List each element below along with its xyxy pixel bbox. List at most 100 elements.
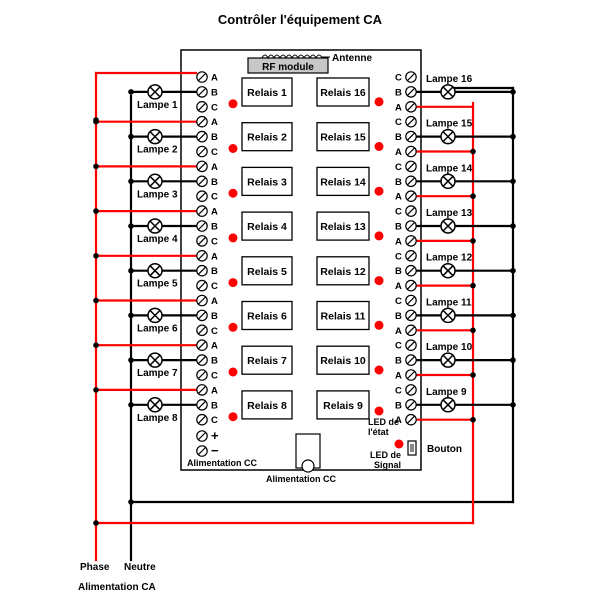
lamp-2-icon: [147, 128, 163, 145]
left-terminal-2-b: B: [196, 130, 218, 143]
relay-11-led: [374, 320, 384, 330]
lamp-2-label: Lampe 2: [137, 145, 178, 156]
phase-feed-junction-10: [470, 372, 476, 378]
right-terminal-16-b-slot: [407, 87, 415, 96]
left-terminal-1-a-letter: A: [211, 73, 218, 84]
phase-feed-junction-5: [93, 253, 99, 259]
left-terminal-6-b-slot: [198, 311, 206, 320]
dc-minus-terminal: −: [196, 443, 219, 458]
right-terminal-9-b-letter: B: [395, 400, 402, 411]
relay-11: [316, 300, 370, 331]
lamp-8-label: Lampe 8: [137, 413, 178, 424]
relay-8-led: [228, 412, 238, 422]
relay-8: [241, 390, 293, 420]
left-terminal-6-a-letter: A: [211, 296, 218, 307]
right-terminal-11-a-slot: [407, 326, 415, 335]
lamp-8-neutral-junction: [128, 402, 134, 408]
left-terminal-4-a-letter: A: [211, 207, 218, 218]
right-terminal-11-c-slot: [407, 296, 415, 305]
left-terminal-3-b-letter: B: [211, 177, 218, 188]
left-terminal-6-a-slot: [198, 296, 206, 305]
right-terminal-11-c-letter: C: [395, 296, 402, 307]
neutral-bus-junction: [128, 499, 134, 505]
left-terminal-7-c-letter: C: [211, 371, 218, 382]
right-terminal-10-b: B: [395, 354, 417, 367]
right-terminal-10-b-slot: [407, 356, 415, 365]
right-terminal-11-b-letter: B: [395, 311, 402, 322]
left-terminal-5-a-letter: A: [211, 251, 218, 262]
left-terminal-2-c: C: [196, 145, 218, 158]
right-terminal-9-b-slot: [407, 400, 415, 409]
left-terminal-7-c: C: [196, 369, 218, 382]
left-terminal-1-b-letter: B: [211, 87, 218, 98]
right-terminal-10-a: A: [395, 369, 417, 382]
phase-junction-top: [93, 117, 99, 123]
left-terminal-3-a-letter: A: [211, 162, 218, 173]
left-terminal-7-c-slot: [198, 371, 206, 379]
right-terminal-15-a-letter: A: [395, 147, 402, 158]
right-terminal-9-a-letter: A: [395, 415, 402, 426]
lamp-8-icon-cross-b: [149, 399, 161, 411]
relay-6-led: [228, 322, 238, 332]
left-terminal-4-c-slot: [198, 236, 206, 245]
phase-feed-junction-7: [93, 342, 99, 349]
right-terminal-15-c-letter: C: [395, 117, 402, 128]
lamp-12-icon: [440, 262, 456, 279]
lamp-15-icon: [440, 128, 456, 145]
relay-7: [241, 345, 293, 375]
right-terminal-15-c: C: [395, 115, 417, 128]
lamp-11-label: Lampe 11: [426, 297, 472, 308]
phase-feed-junction-12: [470, 282, 476, 289]
relay-3: [241, 166, 293, 197]
state-led-label-2: l'état: [368, 427, 389, 437]
lamp-11-icon-cross-b: [442, 309, 454, 321]
lamp-9-neutral-junction: [510, 402, 516, 408]
lamp-6-label: Lampe 6: [137, 323, 178, 334]
left-terminal-3-a: A: [196, 160, 218, 173]
phase-feed-junction-13: [470, 238, 476, 244]
left-terminal-8-c-letter: C: [211, 415, 218, 426]
phase-feed-junction-6: [93, 297, 99, 304]
lamp-13-icon-cross-b: [442, 220, 454, 232]
lamp-9-label: Lampe 9: [426, 387, 467, 398]
relay-9: [316, 390, 370, 420]
left-terminal-7-b: B: [196, 354, 218, 367]
relay-3-label: Relais 3: [247, 176, 287, 188]
lamp-11-icon: [440, 307, 456, 324]
right-terminal-15-b-letter: B: [395, 132, 402, 143]
relay-1-led: [228, 99, 238, 109]
lamp-9-icon: [440, 397, 456, 413]
left-terminal-5-a: A: [196, 250, 218, 262]
right-terminal-9-c-letter: C: [395, 385, 402, 396]
lamp-2-neutral-junction: [128, 133, 134, 140]
right-terminal-14-a-letter: A: [395, 192, 402, 203]
lamp-16-neutral-junction: [510, 89, 516, 95]
right-terminal-10-a-slot: [407, 371, 415, 379]
right-terminal-15-a-slot: [407, 147, 415, 156]
left-terminal-8-c: C: [196, 413, 218, 426]
right-terminal-15-c-slot: [407, 117, 415, 126]
relay-13-label: Relais 13: [320, 221, 366, 233]
relay-15: [316, 122, 370, 152]
terminals-group: ABCABCABCABCABCABCABCABCCBACBACBACBACBAC…: [196, 71, 417, 426]
left-terminal-4-c: C: [196, 235, 218, 247]
left-terminal-2-b-letter: B: [211, 132, 218, 143]
left-terminal-4-a: A: [196, 205, 218, 218]
left-terminal-1-c-letter: C: [211, 102, 218, 113]
relay-10-led: [374, 365, 384, 375]
left-terminal-5-a-slot: [198, 251, 206, 260]
right-terminal-9-c-slot: [407, 385, 415, 394]
left-terminal-4-b-letter: B: [211, 222, 218, 233]
left-terminal-7-a: A: [196, 339, 218, 352]
lamp-4-neutral-junction: [128, 223, 134, 229]
lamp-9-icon-cross-b: [442, 399, 454, 411]
lamp-5-label: Lampe 5: [137, 279, 178, 290]
phase-feed-junction-8: [93, 387, 99, 393]
lamp-7-icon: [147, 352, 163, 368]
left-terminal-4-b-slot: [198, 222, 206, 230]
lamp-6-icon-cross-b: [149, 309, 161, 321]
lamp-13-neutral-junction: [510, 223, 516, 229]
lamp-16-label: Lampe 16: [426, 74, 473, 85]
